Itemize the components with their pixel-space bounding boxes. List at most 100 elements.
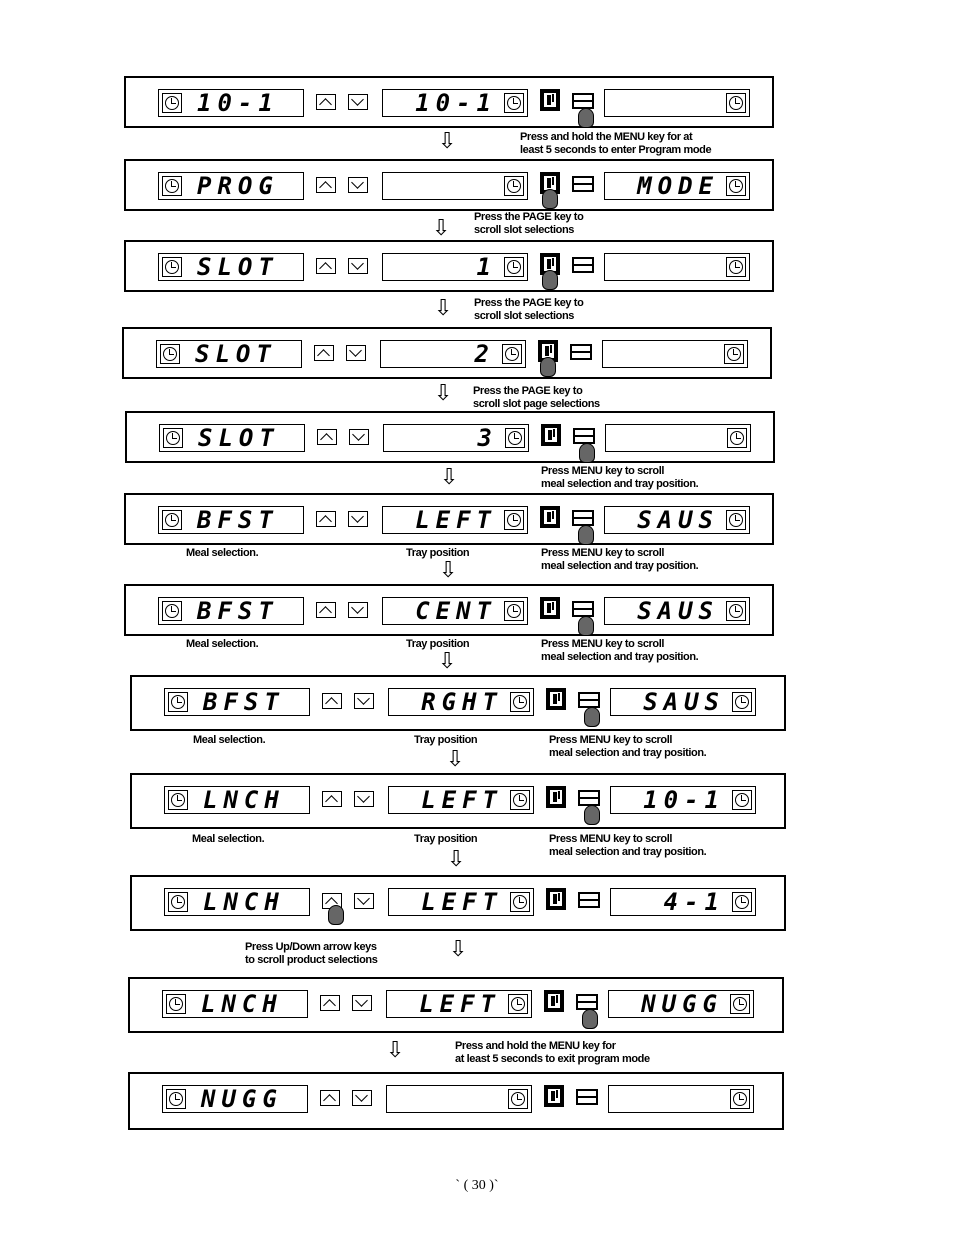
down-arrow-key[interactable] — [354, 693, 374, 709]
page-key[interactable] — [540, 89, 560, 111]
middle-timer-icon[interactable] — [510, 892, 530, 912]
menu-key[interactable] — [578, 790, 600, 806]
left-timer-icon[interactable] — [166, 994, 186, 1014]
middle-timer-icon[interactable] — [508, 994, 528, 1014]
middle-timer-icon[interactable] — [504, 510, 524, 530]
page-key[interactable] — [546, 688, 566, 710]
middle-timer-icon[interactable] — [502, 344, 522, 364]
right-timer-icon[interactable] — [730, 1089, 750, 1109]
middle-timer-icon[interactable] — [504, 176, 524, 196]
menu-key[interactable] — [578, 692, 600, 708]
down-arrow-key[interactable] — [348, 511, 368, 527]
up-arrow-key[interactable] — [316, 602, 336, 618]
up-arrow-key[interactable] — [316, 258, 336, 274]
menu-key[interactable] — [572, 257, 594, 273]
left-display-text: SLOT — [198, 424, 280, 452]
menu-key[interactable] — [570, 344, 592, 360]
page-key[interactable] — [541, 424, 561, 446]
right-timer-icon[interactable] — [726, 93, 746, 113]
menu-key[interactable] — [572, 510, 594, 526]
right-display — [602, 340, 748, 368]
middle-timer-icon[interactable] — [505, 428, 525, 448]
page-key[interactable] — [544, 990, 564, 1012]
down-arrow-key[interactable] — [348, 602, 368, 618]
left-display: LNCH — [164, 786, 310, 814]
page-key[interactable] — [538, 340, 558, 362]
right-timer-icon[interactable] — [732, 692, 752, 712]
instruction-line-1: Press MENU key to scroll — [541, 638, 665, 650]
down-arrow-key[interactable] — [348, 258, 368, 274]
left-display: SLOT — [159, 424, 305, 452]
left-timer-icon[interactable] — [166, 1089, 186, 1109]
middle-timer-icon[interactable] — [508, 1089, 528, 1109]
right-display-text: NUGG — [641, 990, 723, 1018]
up-arrow-key[interactable] — [317, 429, 337, 445]
left-timer-icon[interactable] — [162, 176, 182, 196]
pressing-finger-icon — [579, 443, 595, 463]
middle-timer-icon[interactable] — [504, 601, 524, 621]
page-key[interactable] — [546, 786, 566, 808]
up-arrow-key[interactable] — [322, 791, 342, 807]
right-timer-icon[interactable] — [726, 510, 746, 530]
page-key[interactable] — [540, 506, 560, 528]
page-key[interactable] — [540, 253, 560, 275]
middle-timer-icon[interactable] — [510, 692, 530, 712]
left-timer-icon[interactable] — [162, 510, 182, 530]
middle-timer-icon[interactable] — [504, 93, 524, 113]
right-timer-icon[interactable] — [724, 344, 744, 364]
left-timer-icon[interactable] — [160, 344, 180, 364]
up-arrow-key[interactable] — [320, 995, 340, 1011]
middle-timer-icon[interactable] — [504, 257, 524, 277]
middle-display-text: RGHT — [421, 688, 503, 716]
instruction-line-1: Press and hold the MENU key for at — [520, 131, 693, 143]
right-timer-icon[interactable] — [732, 790, 752, 810]
down-arrow-key[interactable] — [348, 177, 368, 193]
menu-key[interactable] — [572, 93, 594, 109]
right-timer-icon[interactable] — [727, 428, 747, 448]
right-display: SAUS — [604, 506, 750, 534]
meal-selection-label: Meal selection. — [186, 547, 259, 559]
up-arrow-key[interactable] — [314, 345, 334, 361]
menu-key[interactable] — [576, 1089, 598, 1105]
left-timer-icon[interactable] — [168, 892, 188, 912]
menu-key[interactable] — [578, 892, 600, 908]
up-arrow-key[interactable] — [320, 1090, 340, 1106]
up-arrow-key[interactable] — [316, 94, 336, 110]
down-flow-arrow-icon: ⇩ — [438, 129, 457, 154]
right-timer-icon[interactable] — [730, 994, 750, 1014]
down-arrow-key[interactable] — [354, 893, 374, 909]
down-arrow-key[interactable] — [349, 429, 369, 445]
page-key[interactable] — [540, 597, 560, 619]
right-timer-icon[interactable] — [732, 892, 752, 912]
down-arrow-key[interactable] — [352, 1090, 372, 1106]
right-timer-icon[interactable] — [726, 601, 746, 621]
down-arrow-key[interactable] — [346, 345, 366, 361]
right-timer-icon[interactable] — [726, 257, 746, 277]
left-timer-icon[interactable] — [162, 601, 182, 621]
down-arrow-key[interactable] — [348, 94, 368, 110]
menu-key[interactable] — [573, 428, 595, 444]
up-arrow-key[interactable] — [316, 511, 336, 527]
down-flow-arrow-icon: ⇩ — [446, 747, 465, 772]
up-arrow-key[interactable] — [316, 177, 336, 193]
up-arrow-key[interactable] — [322, 693, 342, 709]
page-key[interactable] — [546, 888, 566, 910]
menu-key[interactable] — [576, 994, 598, 1010]
page-key[interactable] — [540, 172, 560, 194]
menu-key[interactable] — [572, 176, 594, 192]
down-arrow-key[interactable] — [354, 791, 374, 807]
middle-timer-icon[interactable] — [510, 790, 530, 810]
right-timer-icon[interactable] — [726, 176, 746, 196]
page-key[interactable] — [544, 1085, 564, 1107]
left-timer-icon[interactable] — [162, 93, 182, 113]
right-display-text: SAUS — [643, 688, 725, 716]
left-timer-icon[interactable] — [162, 257, 182, 277]
left-timer-icon[interactable] — [163, 428, 183, 448]
down-arrow-key[interactable] — [352, 995, 372, 1011]
menu-key[interactable] — [572, 601, 594, 617]
left-timer-icon[interactable] — [168, 790, 188, 810]
left-timer-icon[interactable] — [168, 692, 188, 712]
